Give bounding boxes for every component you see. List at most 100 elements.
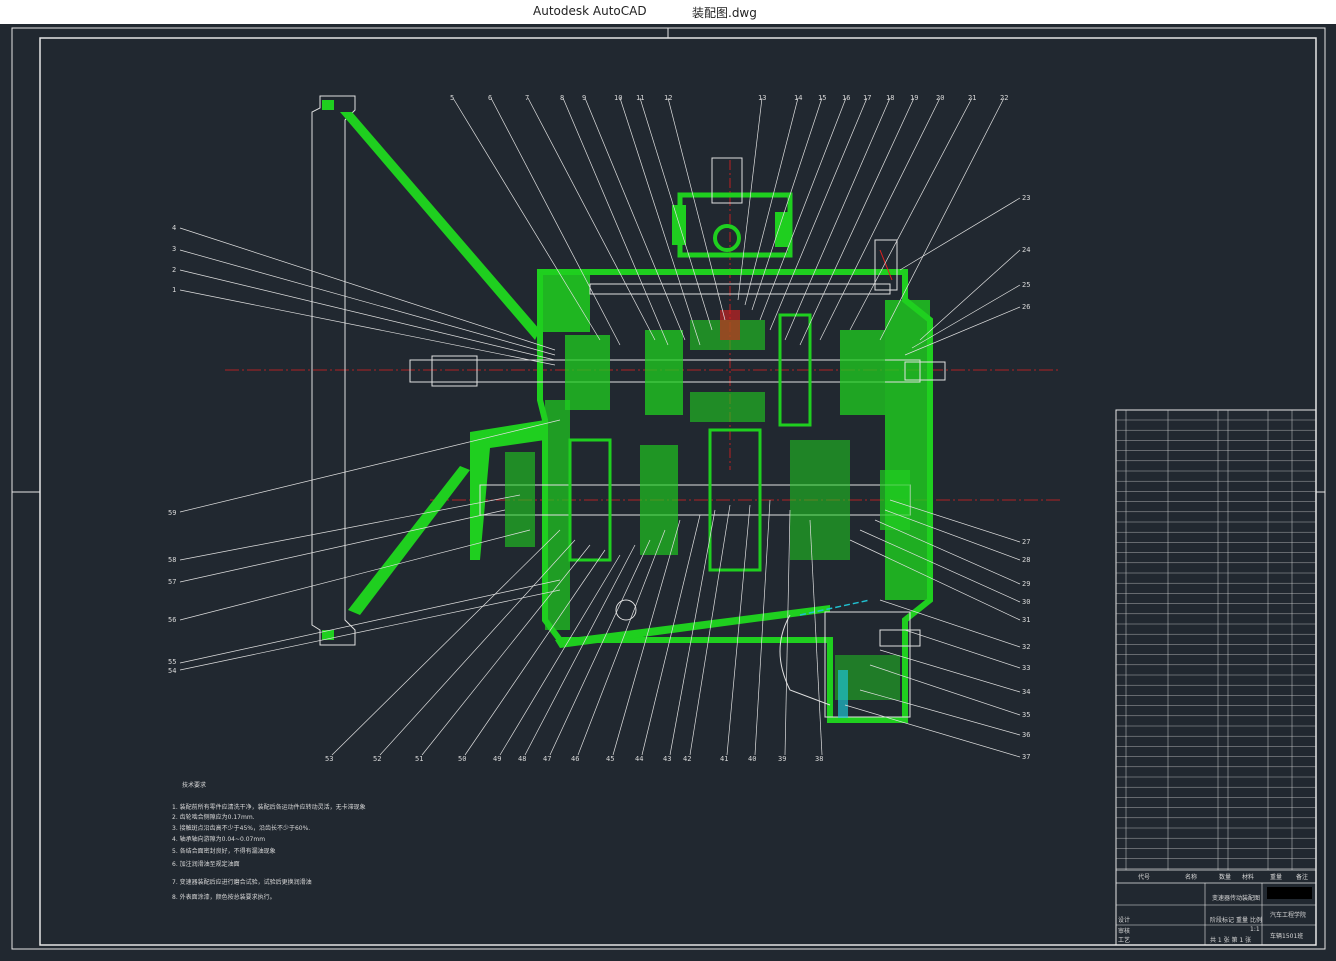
callout[interactable]: 5: [450, 94, 454, 102]
callout[interactable]: 48: [518, 755, 526, 763]
callout[interactable]: 53: [325, 755, 333, 763]
callout[interactable]: 16: [842, 94, 850, 102]
callout[interactable]: 6: [488, 94, 492, 102]
school-name: 汽车工程学院: [1270, 911, 1306, 919]
callout[interactable]: 26: [1022, 303, 1030, 311]
speedo-sleeve: [838, 670, 848, 718]
counter-bearing-rear: [880, 470, 910, 530]
callouts-right-group: 23 24 25 26 27 28 29 30 31 32 33 34 35 3…: [1022, 194, 1030, 761]
callout[interactable]: 38: [815, 755, 823, 763]
gear-input: [565, 335, 610, 410]
callout[interactable]: 9: [582, 94, 586, 102]
callout[interactable]: 20: [936, 94, 944, 102]
cad-drawing[interactable]: 5 6 7 8 9 10 11 12 13 14 15 16 17 18 19 …: [0, 24, 1336, 961]
col-note: 备注: [1296, 873, 1308, 881]
stage-mark: 阶段标记: [1210, 916, 1234, 924]
callout[interactable]: 19: [910, 94, 918, 102]
callouts-bottom-group: 53 52 51 50 49 48 47 46 45 44 43 42 41 4…: [325, 755, 823, 763]
callout[interactable]: 10: [614, 94, 622, 102]
callout[interactable]: 29: [1022, 580, 1030, 588]
process: 工艺: [1118, 936, 1130, 944]
callout[interactable]: 46: [571, 755, 579, 763]
callout[interactable]: 1: [172, 286, 176, 294]
callout[interactable]: 7: [525, 94, 529, 102]
file-name: 装配图.dwg: [692, 4, 757, 21]
callout[interactable]: 34: [1022, 688, 1030, 696]
bell-flange-top: [322, 100, 334, 110]
callout[interactable]: 4: [172, 224, 176, 232]
callout[interactable]: 30: [1022, 598, 1030, 606]
callout[interactable]: 15: [818, 94, 826, 102]
callout[interactable]: 37: [1022, 753, 1030, 761]
parts-list: 代号 名称 数量 材料 重量 备注 变速器传动装配图 汽车工程学院 车辆1501…: [1116, 410, 1316, 945]
drain-plug: [616, 600, 636, 620]
bell-housing-outline: [312, 96, 355, 645]
note-line: 6. 加注润滑油至规定油面: [172, 860, 240, 868]
checker: 审核: [1118, 927, 1130, 935]
callout[interactable]: 43: [663, 755, 671, 763]
counter-gear-4th: [640, 445, 678, 555]
callout[interactable]: 28: [1022, 556, 1030, 564]
callout[interactable]: 56: [168, 616, 176, 624]
drawing-number: 车辆1501班: [1270, 932, 1303, 940]
callout[interactable]: 24: [1022, 246, 1030, 254]
note-line: 2. 齿轮啮合侧隙应为0.17mm.: [172, 813, 255, 821]
callout[interactable]: 12: [664, 94, 672, 102]
callout[interactable]: 59: [168, 509, 176, 517]
synchronizer-lower: [690, 392, 765, 422]
note-line: 1. 装配前所有零件应清洗干净，装配后各运动件应转动灵活，无卡滞现象: [172, 803, 366, 811]
callout[interactable]: 49: [493, 755, 501, 763]
scale-label: 比例: [1250, 916, 1262, 924]
callout[interactable]: 31: [1022, 616, 1030, 624]
pto-shaft: [880, 630, 920, 646]
callout[interactable]: 33: [1022, 664, 1030, 672]
callout[interactable]: 3: [172, 245, 176, 253]
callouts-top-group: 5 6 7 8 9 10 11 12 13 14 15 16 17 18 19 …: [450, 94, 1008, 102]
callout[interactable]: 11: [636, 94, 644, 102]
callout[interactable]: 55: [168, 658, 176, 666]
callout[interactable]: 54: [168, 667, 176, 675]
callout[interactable]: 39: [778, 755, 786, 763]
callout[interactable]: 41: [720, 755, 728, 763]
callout[interactable]: 35: [1022, 711, 1030, 719]
callout[interactable]: 23: [1022, 194, 1030, 202]
callout[interactable]: 44: [635, 755, 643, 763]
drawing-canvas[interactable]: 5 6 7 8 9 10 11 12 13 14 15 16 17 18 19 …: [0, 24, 1336, 961]
callout[interactable]: 57: [168, 578, 176, 586]
app-name: Autodesk AutoCAD: [533, 4, 647, 18]
note-line: 5. 各结合面密封良好，不得有漏油现象: [172, 847, 276, 855]
sheet-info: 共 1 张 第 1 张: [1210, 936, 1251, 944]
callout[interactable]: 51: [415, 755, 423, 763]
callout[interactable]: 18: [886, 94, 894, 102]
notes-title: 技术要求: [182, 781, 206, 789]
callout[interactable]: 52: [373, 755, 381, 763]
note-line: 3. 接触斑点沿齿高不少于45%，沿齿长不少于60%.: [172, 824, 310, 832]
callout[interactable]: 25: [1022, 281, 1030, 289]
callout[interactable]: 42: [683, 755, 691, 763]
callout[interactable]: 14: [794, 94, 802, 102]
callout[interactable]: 8: [560, 94, 564, 102]
housing-rear-wall: [885, 300, 930, 600]
callout[interactable]: 50: [458, 755, 466, 763]
callout[interactable]: 36: [1022, 731, 1030, 739]
housing-front-wall: [540, 272, 590, 332]
callout[interactable]: 32: [1022, 643, 1030, 651]
note-line: 8. 外表面涂漆，颜色按总装要求执行。: [172, 893, 276, 901]
callout[interactable]: 27: [1022, 538, 1030, 546]
callout[interactable]: 2: [172, 266, 176, 274]
designer: 设计: [1118, 916, 1130, 924]
callout[interactable]: 45: [606, 755, 614, 763]
shift-ball: [715, 226, 739, 250]
callout[interactable]: 21: [968, 94, 976, 102]
breather-spring: [880, 250, 892, 280]
callouts-left-group: 4 3 2 1 59 58 57 56 55 54: [168, 224, 176, 675]
callout[interactable]: 13: [758, 94, 766, 102]
col-material: 材料: [1242, 873, 1254, 881]
callout[interactable]: 22: [1000, 94, 1008, 102]
callout[interactable]: 17: [863, 94, 871, 102]
callout[interactable]: 58: [168, 556, 176, 564]
col-code: 代号: [1138, 873, 1150, 881]
counter-gear-reverse: [790, 440, 850, 560]
callout[interactable]: 40: [748, 755, 756, 763]
callout[interactable]: 47: [543, 755, 551, 763]
